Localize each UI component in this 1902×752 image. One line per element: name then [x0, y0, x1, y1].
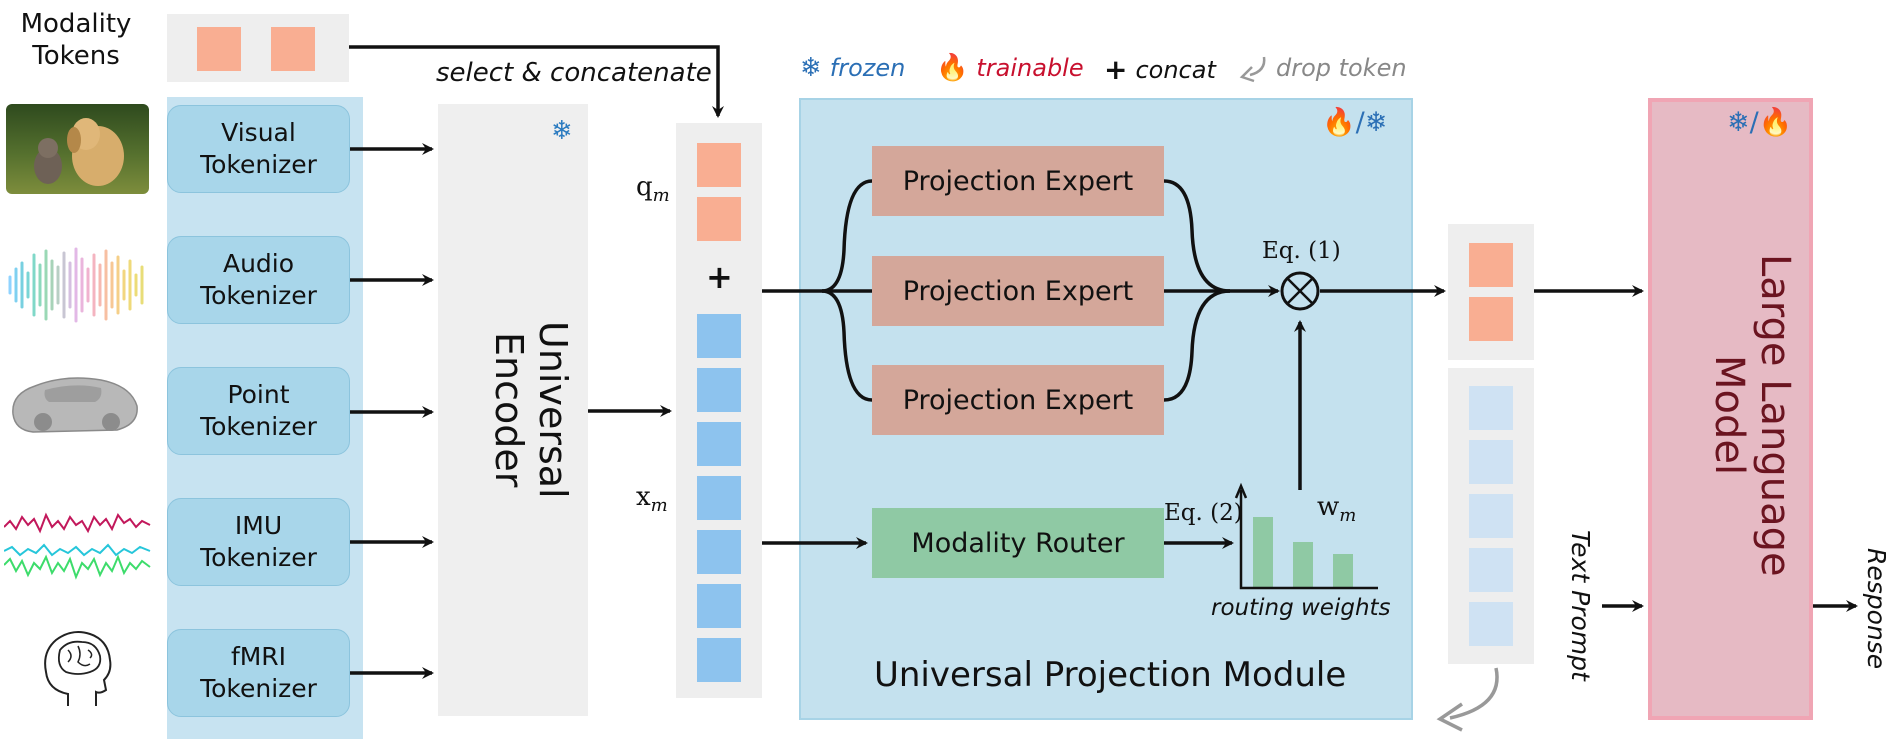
fire-icon: 🔥	[936, 53, 969, 83]
projection-expert-3: Projection Expert	[872, 365, 1164, 435]
llm-label: Large Language Model	[1706, 253, 1798, 577]
routing-weight-bar	[1293, 542, 1313, 588]
point-cloud-icon	[5, 368, 143, 440]
imu-signal-icon	[3, 505, 152, 590]
modality-token	[271, 27, 315, 71]
frozen-trainable-icon: ❄/🔥	[1727, 107, 1793, 138]
brain-head-icon	[38, 628, 116, 710]
projection-expert-2: Projection Expert	[872, 256, 1164, 326]
query-token	[697, 197, 741, 241]
eq1-label: Eq. (1)	[1262, 238, 1341, 264]
routing-weights-label: routing weights	[1211, 595, 1391, 621]
legend-concat: + concat	[1104, 53, 1216, 86]
dropped-token	[1469, 548, 1513, 592]
universal-encoder	[438, 104, 588, 716]
universal-encoder-label: Universal Encoder	[487, 321, 575, 499]
feature-token	[697, 422, 741, 466]
dropped-token	[1469, 440, 1513, 484]
feature-token	[697, 584, 741, 628]
w-m-label: wm	[1317, 492, 1357, 527]
modality-tokens-label: Modality Tokens	[20, 9, 132, 71]
routing-weight-bar	[1333, 554, 1353, 588]
legend-drop: drop token	[1234, 53, 1407, 83]
text-prompt-label: Text Prompt	[1566, 530, 1595, 681]
feature-token	[697, 638, 741, 682]
feature-token	[697, 476, 741, 520]
modality-router: Modality Router	[872, 508, 1164, 578]
frozen-trainable-icon: 🔥/❄	[1322, 107, 1388, 138]
audio-waveform-icon	[4, 245, 149, 325]
fmri-tokenizer: fMRI Tokenizer	[167, 629, 350, 717]
imu-tokenizer: IMU Tokenizer	[167, 498, 350, 586]
output-query-token	[1469, 243, 1513, 287]
x-m-label: xm	[636, 482, 668, 517]
dropped-token	[1469, 386, 1513, 430]
drop-arrow-icon	[1239, 56, 1266, 83]
upm-label: Universal Projection Module	[874, 655, 1347, 695]
modality-token	[197, 27, 241, 71]
legend-trainable: 🔥 trainable	[936, 53, 1084, 83]
dropped-token	[1469, 494, 1513, 538]
projection-expert-1: Projection Expert	[872, 146, 1164, 216]
response-label: Response	[1862, 548, 1891, 670]
feature-token	[697, 314, 741, 358]
eq2-label: Eq. (2)	[1164, 500, 1243, 526]
dropped-token	[1469, 602, 1513, 646]
snowflake-icon: ❄	[551, 116, 573, 146]
feature-token	[697, 530, 741, 574]
point-tokenizer: Point Tokenizer	[167, 367, 350, 455]
concat-plus: +	[706, 258, 733, 296]
visual-tokenizer: Visual Tokenizer	[167, 105, 350, 193]
dog-cat-image	[6, 104, 149, 194]
large-language-model	[1648, 98, 1813, 720]
snowflake-icon: ❄	[800, 53, 822, 83]
audio-tokenizer: Audio Tokenizer	[167, 236, 350, 324]
output-query-token	[1469, 297, 1513, 341]
feature-token	[697, 368, 741, 412]
select-concat-label: select & concatenate	[436, 58, 712, 88]
query-token	[697, 143, 741, 187]
routing-weight-bar	[1253, 517, 1273, 588]
legend-frozen: ❄ frozen	[800, 53, 906, 83]
q-m-label: qm	[636, 172, 670, 207]
